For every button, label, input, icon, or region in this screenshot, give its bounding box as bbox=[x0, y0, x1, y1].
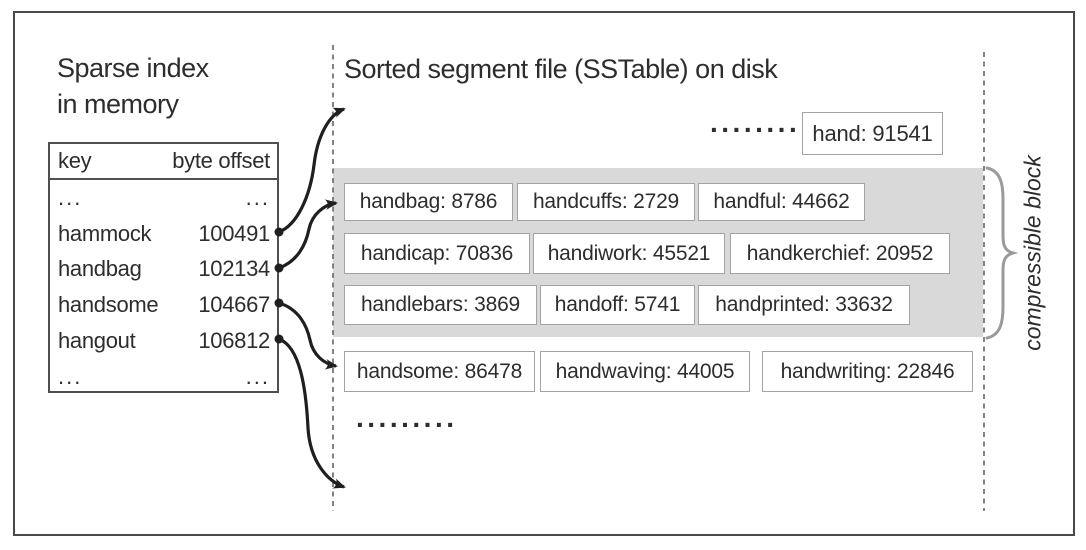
ellipsis-bottom: ......... bbox=[356, 402, 458, 433]
index-key: handbag bbox=[58, 256, 142, 282]
sstable-entry: handbag: 8786 bbox=[344, 183, 513, 221]
sstable-entry: handoff: 5741 bbox=[540, 285, 695, 325]
index-offset: 102134 bbox=[198, 256, 270, 282]
sstable-entry: handprinted: 33632 bbox=[698, 285, 910, 325]
sstable-entry: hand: 91541 bbox=[802, 112, 943, 155]
index-offset: ... bbox=[245, 363, 270, 389]
table-row: hammock 100491 bbox=[50, 216, 277, 252]
table-row: hangout 106812 bbox=[50, 323, 277, 359]
index-offset: ... bbox=[245, 184, 270, 210]
compressible-block-label: compressible block bbox=[1019, 155, 1046, 351]
index-header-key: key bbox=[58, 148, 92, 173]
index-key: hangout bbox=[58, 328, 136, 354]
index-key: ... bbox=[58, 363, 83, 389]
table-row: handbag 102134 bbox=[50, 252, 277, 288]
table-row: handsome 104667 bbox=[50, 287, 277, 323]
sparse-index-title-line1: Sparse index bbox=[57, 53, 209, 83]
table-row: ... ... bbox=[50, 359, 277, 395]
table-row: ... ... bbox=[50, 180, 277, 216]
sstable-title: Sorted segment file (SSTable) on disk bbox=[344, 54, 778, 84]
index-offset: 106812 bbox=[198, 328, 270, 354]
index-header-offset: byte offset bbox=[172, 148, 270, 173]
sstable-entry: handicap: 70836 bbox=[344, 233, 530, 274]
index-offset: 100491 bbox=[198, 220, 270, 246]
sparse-index-title: Sparse index in memory bbox=[57, 50, 209, 122]
sstable-entry: handsome: 86478 bbox=[344, 351, 535, 392]
sstable-entry: handwriting: 22846 bbox=[762, 351, 973, 392]
index-key: ... bbox=[58, 184, 83, 210]
sstable-entry: handkerchief: 20952 bbox=[730, 233, 950, 274]
index-key: hammock bbox=[58, 220, 152, 246]
sparse-index-title-line2: in memory bbox=[57, 89, 179, 119]
index-key: handsome bbox=[58, 292, 159, 318]
sstable-entry: handiwork: 45521 bbox=[533, 233, 725, 274]
sstable-entry: handcuffs: 2729 bbox=[517, 183, 695, 221]
sparse-index-table: key byte offset ... ... hammock 100491 h… bbox=[48, 142, 279, 393]
sstable-entry: handwaving: 44005 bbox=[540, 351, 750, 392]
index-offset: 104667 bbox=[198, 292, 270, 318]
sstable-entry: handlebars: 3869 bbox=[344, 285, 537, 325]
figure-border bbox=[13, 11, 1075, 536]
ellipsis-top: ......... bbox=[710, 107, 812, 138]
sstable-entry: handful: 44662 bbox=[698, 183, 865, 221]
index-table-header: key byte offset bbox=[50, 144, 277, 180]
